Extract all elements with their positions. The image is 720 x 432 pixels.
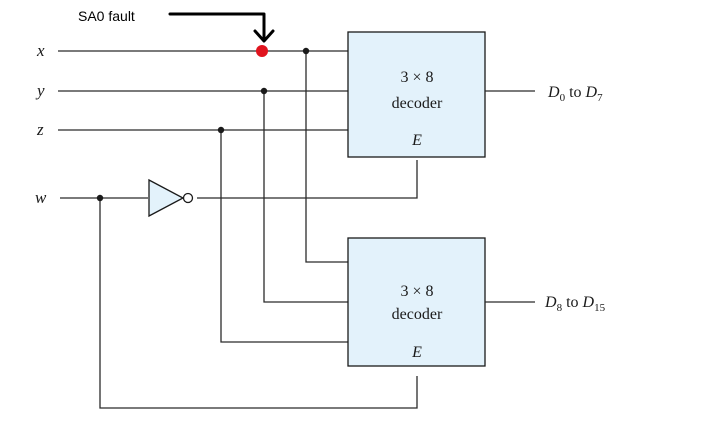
junction-y	[260, 87, 268, 95]
inverter-bubble	[182, 192, 194, 204]
decoder-bottom	[347, 237, 486, 367]
decoder-bottom-size: 3 × 8	[400, 283, 433, 300]
decoder-bottom-enable: E	[411, 344, 422, 361]
junction-z	[217, 126, 225, 134]
input-label-y: y	[35, 81, 45, 100]
decoder-top-output-label: D0 to D7	[547, 84, 603, 104]
junction-x	[302, 47, 310, 55]
input-label-w: w	[35, 188, 47, 207]
decoder-top-enable: E	[411, 132, 422, 149]
decoder-bottom-name: decoder	[392, 306, 443, 323]
input-label-z: z	[36, 120, 44, 139]
wire-z-branch	[220, 130, 348, 343]
inverter-gate	[148, 178, 185, 218]
input-label-x: x	[36, 41, 45, 60]
wire-not-w-to-top-enable	[197, 160, 418, 199]
fault-marker	[256, 45, 268, 57]
wire-w-to-bottom-enable	[99, 198, 418, 409]
fault-arrow	[168, 12, 266, 42]
decoder-top-name: decoder	[392, 95, 443, 112]
decoder-top-size: 3 × 8	[400, 69, 433, 86]
decoder-top	[347, 31, 486, 158]
decoder-bottom-output-label: D8 to D15	[544, 294, 606, 314]
fault-label: SA0 fault	[78, 8, 135, 24]
wire-y-branch	[263, 91, 348, 303]
junction-w	[96, 194, 104, 202]
wire-x-branch	[305, 51, 348, 263]
fault-arrow-head	[253, 29, 275, 43]
